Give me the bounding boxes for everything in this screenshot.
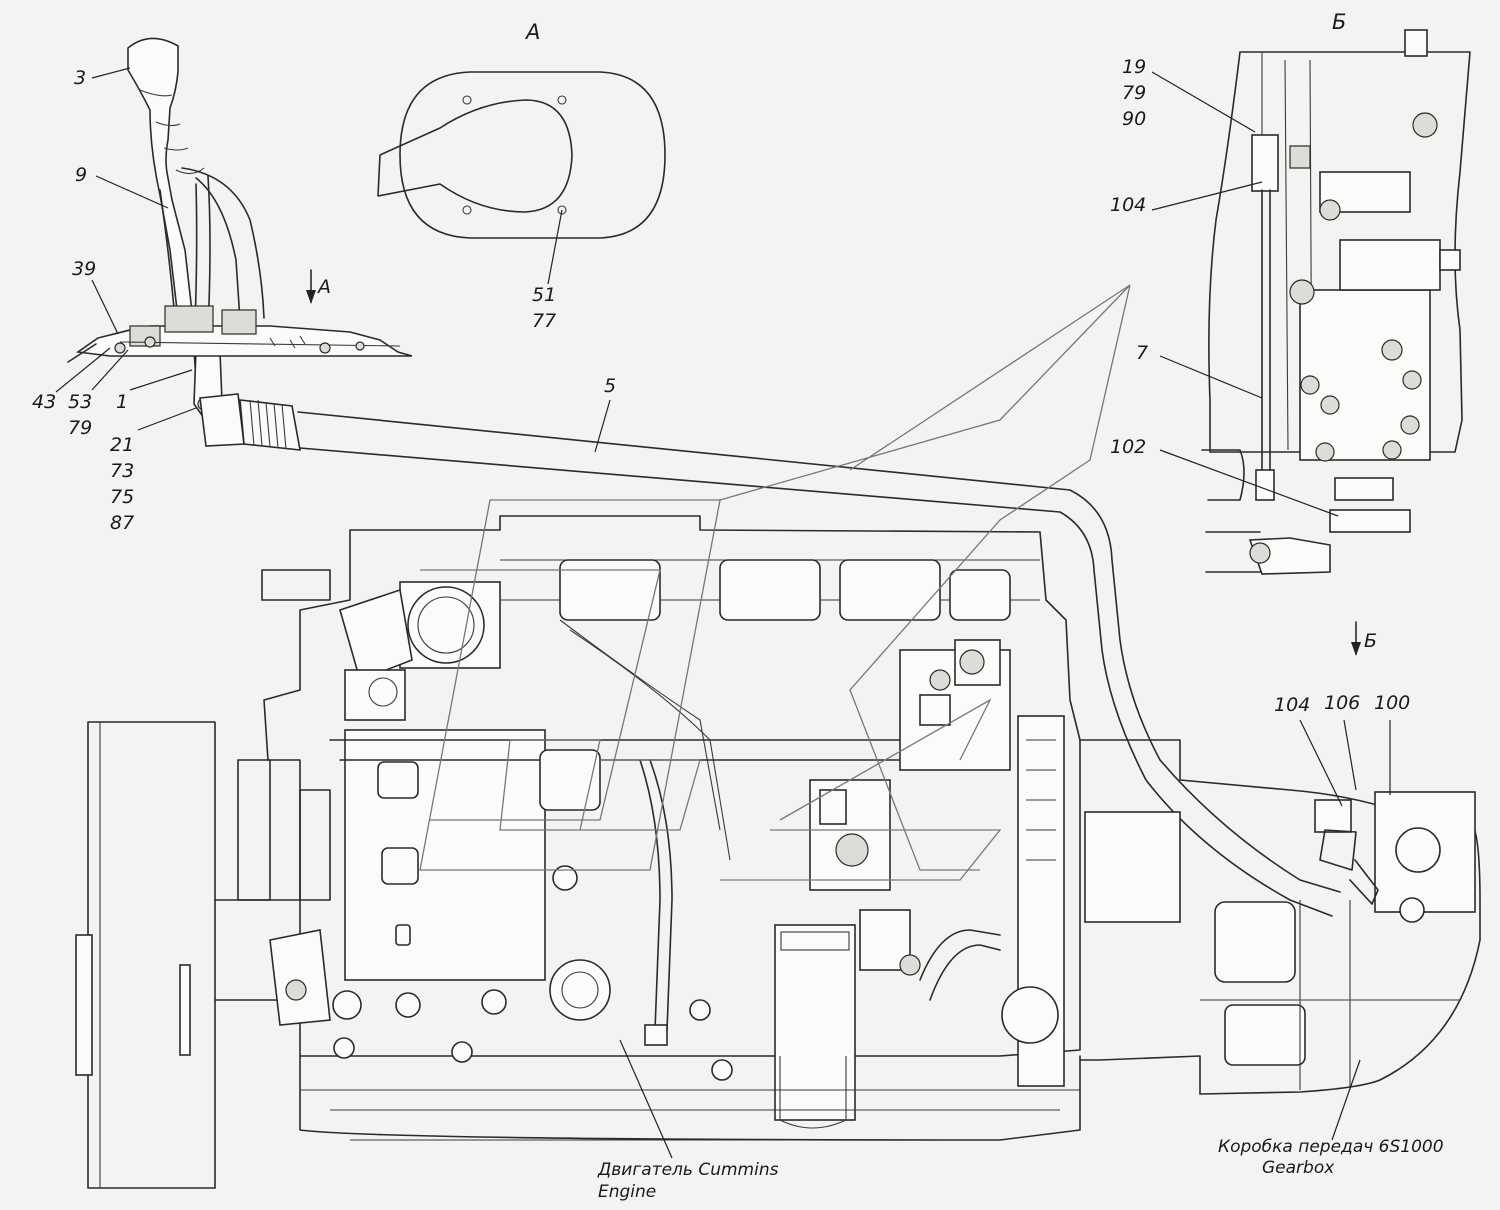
view-b-panel <box>1201 29 1471 575</box>
background-watermark <box>419 284 1131 881</box>
callout-9: 9 <box>75 164 88 186</box>
callout-77: 77 <box>532 310 557 332</box>
view-arrows <box>306 269 1361 656</box>
view-b-title: Б <box>1332 10 1347 34</box>
callout-53: 53 <box>68 391 93 413</box>
view-a-arrow-label: A <box>318 276 331 298</box>
callout-90: 90 <box>1122 108 1147 130</box>
callout-106: 106 <box>1324 692 1361 714</box>
callout-100: 100 <box>1374 692 1411 714</box>
view-a-plate <box>377 71 666 239</box>
lever-base <box>67 305 413 363</box>
gearbox-caption-ru: Коробка передач 6S1000 <box>1218 1137 1444 1157</box>
gearbox-caption-en: Gearbox <box>1262 1158 1335 1178</box>
gear-lever <box>127 37 265 420</box>
gearbox-housing <box>1079 739 1481 1095</box>
view-a-title: A <box>526 20 541 44</box>
callout-104-bottom: 104 <box>1274 694 1311 716</box>
callout-104-top: 104 <box>1110 194 1147 216</box>
callout-75: 75 <box>110 486 135 508</box>
callout-3: 3 <box>74 67 87 89</box>
callout-79-b: 79 <box>1122 82 1147 104</box>
callout-39: 39 <box>72 258 97 280</box>
callout-102: 102 <box>1110 436 1147 458</box>
engine-caption-ru: Двигатель Cummins <box>598 1160 779 1180</box>
callout-7: 7 <box>1136 342 1149 364</box>
callout-1: 1 <box>116 391 129 413</box>
callout-43: 43 <box>32 391 57 413</box>
callout-73: 73 <box>110 460 135 482</box>
leader-lines <box>55 67 1391 1159</box>
callout-87: 87 <box>110 512 135 534</box>
engine-block <box>75 515 1081 1189</box>
callout-21: 21 <box>110 434 135 456</box>
callout-79: 79 <box>68 417 93 439</box>
callout-19: 19 <box>1122 56 1147 78</box>
gearshift-rod <box>199 393 1341 917</box>
engine-caption-en: Engine <box>598 1182 657 1202</box>
callout-51: 51 <box>532 284 557 306</box>
callout-5: 5 <box>604 375 617 397</box>
view-b-arrow-label: Б <box>1364 630 1378 652</box>
